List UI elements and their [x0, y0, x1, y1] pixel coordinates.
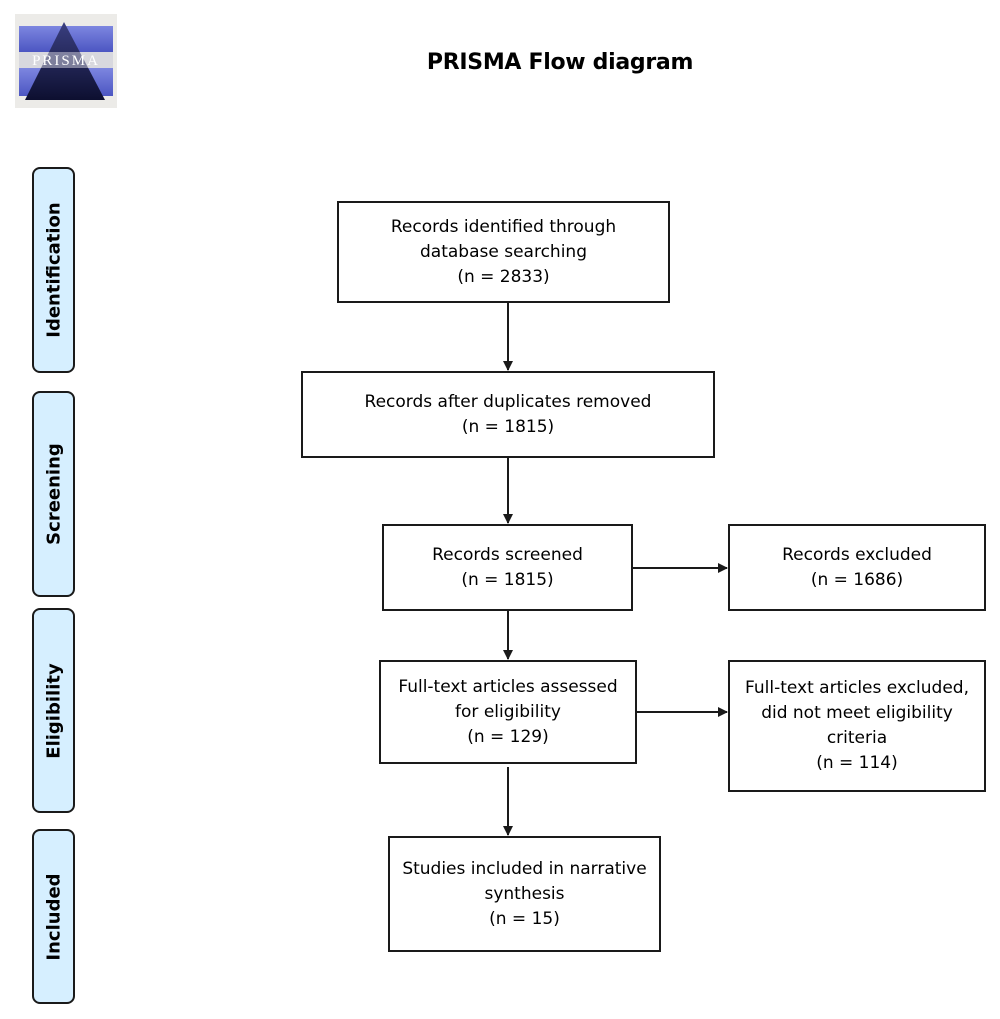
box-records-identified: Records identified through database sear… — [337, 201, 670, 303]
box-text: Full-text articles excluded, — [745, 678, 969, 698]
prisma-logo: PRISMA — [15, 14, 117, 108]
stage-eligibility: Eligibility — [32, 608, 75, 813]
box-count: (n = 114) — [816, 753, 898, 773]
box-text: Records excluded — [782, 544, 932, 565]
box-studies-included: Studies included in narrative synthesis … — [388, 836, 661, 952]
box-text: database searching — [420, 241, 587, 262]
box-text: Records identified through — [390, 216, 617, 237]
stage-label: Included — [43, 872, 64, 961]
logo-text: PRISMA — [32, 53, 100, 69]
box-count: (n = 15) — [489, 908, 560, 929]
box-text: synthesis — [484, 883, 565, 904]
box-text: Records screened — [432, 544, 583, 565]
box-count: (n = 1815) — [461, 569, 554, 590]
stage-included: Included — [32, 829, 75, 1004]
stage-label: Screening — [43, 443, 64, 545]
box-records-deduplicated: Records after duplicates removed (n = 18… — [301, 371, 715, 458]
box-text: for eligibility — [455, 701, 561, 722]
box-text: criteria — [826, 728, 888, 748]
box-records-excluded: Records excluded (n = 1686) — [728, 524, 986, 611]
box-count: (n = 129) — [467, 726, 549, 747]
box-count: (n = 1686) — [810, 569, 904, 590]
box-fulltext-excluded: Full-text articles excluded, did not mee… — [728, 660, 986, 792]
box-records-screened: Records screened (n = 1815) — [382, 524, 633, 611]
box-text: did not meet eligibility — [761, 703, 953, 723]
box-text: Records after duplicates removed — [364, 391, 652, 412]
box-count: (n = 1815) — [461, 416, 555, 437]
box-text: Studies included in narrative — [402, 858, 647, 879]
box-count: (n = 2833) — [457, 266, 550, 287]
box-text: Full-text articles assessed — [398, 676, 618, 697]
stage-label: Identification — [43, 202, 64, 338]
stage-screening: Screening — [32, 391, 75, 597]
box-fulltext-assessed: Full-text articles assessed for eligibil… — [379, 660, 637, 764]
stage-identification: Identification — [32, 167, 75, 373]
page-title: PRISMA Flow diagram — [426, 50, 694, 75]
stage-label: Eligibility — [43, 662, 64, 759]
